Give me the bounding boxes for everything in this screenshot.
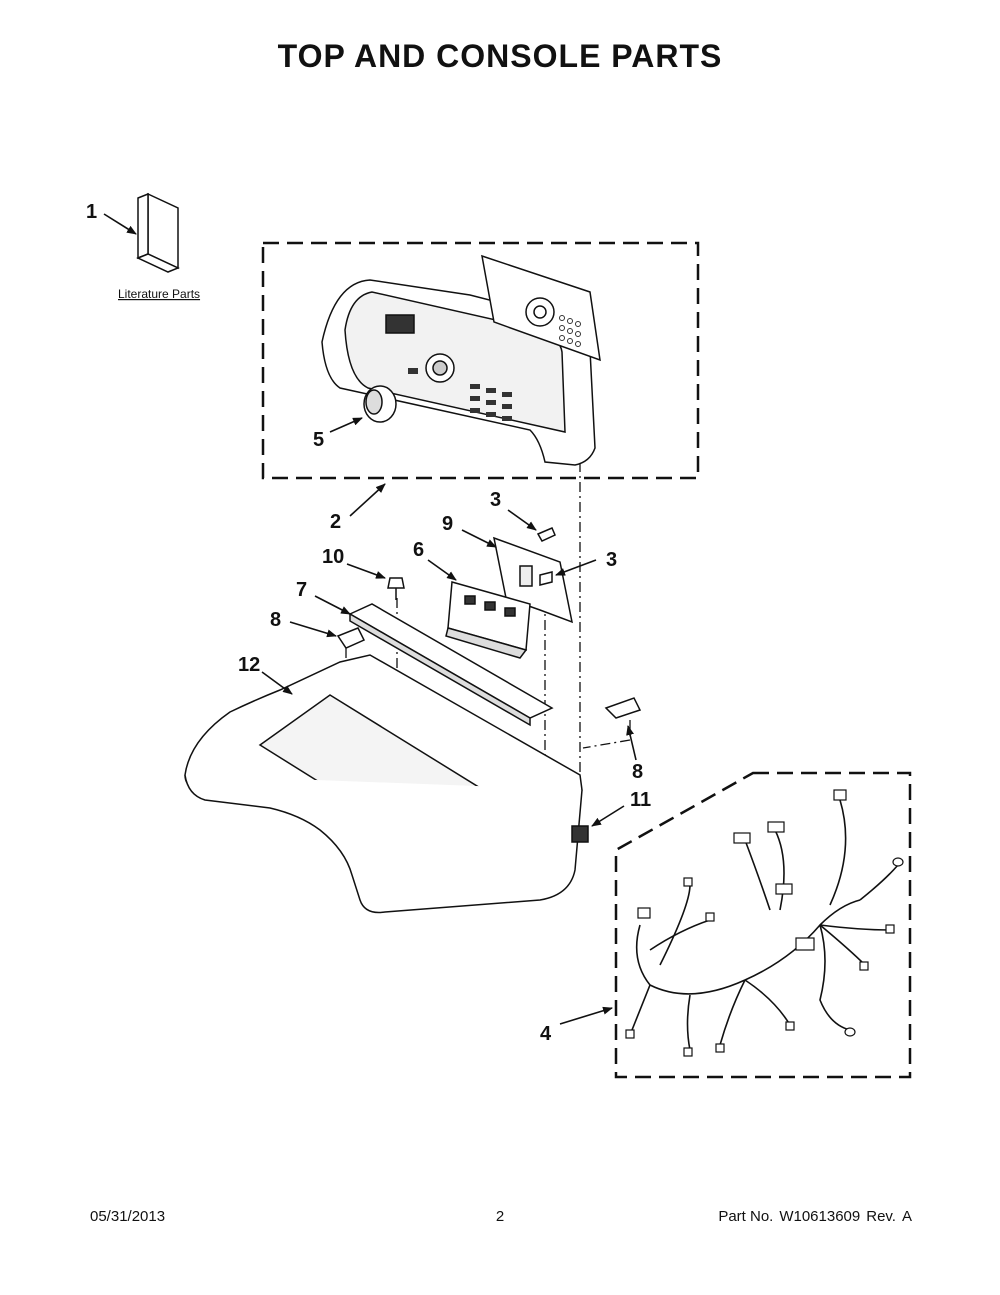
footer-part-info: Part No. W10613609 Rev. A — [712, 1208, 912, 1225]
callout-6: 6 — [413, 539, 424, 561]
top-panel — [184, 654, 583, 914]
mounting-bracket — [493, 536, 574, 624]
callout-8: 8 — [270, 609, 281, 631]
callout-3: 3 — [490, 489, 501, 511]
callout-5: 5 — [313, 429, 324, 451]
wire-harness-group-box — [614, 771, 912, 1079]
console-group-box — [261, 241, 700, 480]
literature-parts-booklet — [136, 192, 180, 273]
callout-1: 1 — [86, 201, 97, 223]
part-number-label: Part No. — [718, 1208, 774, 1225]
callout-12: 12 — [238, 654, 260, 676]
callout-10: 10 — [322, 546, 344, 568]
screws — [536, 527, 556, 586]
knob — [363, 385, 397, 423]
callout-7: 7 — [296, 579, 307, 601]
console-control-board — [481, 254, 601, 362]
wire-harness — [625, 789, 904, 1057]
page-title: TOP AND CONSOLE PARTS — [277, 38, 723, 74]
footer-date: 05/31/2013 — [90, 1208, 166, 1225]
callout-4: 4 — [540, 1023, 552, 1045]
revision-label: Rev. — [866, 1208, 896, 1225]
literature-parts-label: Literature Parts — [118, 287, 200, 301]
screw — [387, 577, 405, 600]
callout-arrows — [103, 213, 637, 1025]
callout-3: 3 — [606, 549, 617, 571]
callout-11: 11 — [630, 789, 651, 811]
callout-9: 9 — [442, 513, 453, 535]
clip — [604, 697, 642, 719]
control-module — [445, 581, 531, 659]
hinge-bar — [348, 603, 554, 727]
part-number: W10613609 — [779, 1208, 861, 1225]
rubber-foot — [571, 825, 589, 843]
callout-2: 2 — [330, 511, 341, 533]
revision: A — [901, 1208, 912, 1225]
footer-page-number: 2 — [495, 1208, 505, 1225]
callout-8: 8 — [632, 761, 643, 783]
clip — [336, 627, 366, 649]
